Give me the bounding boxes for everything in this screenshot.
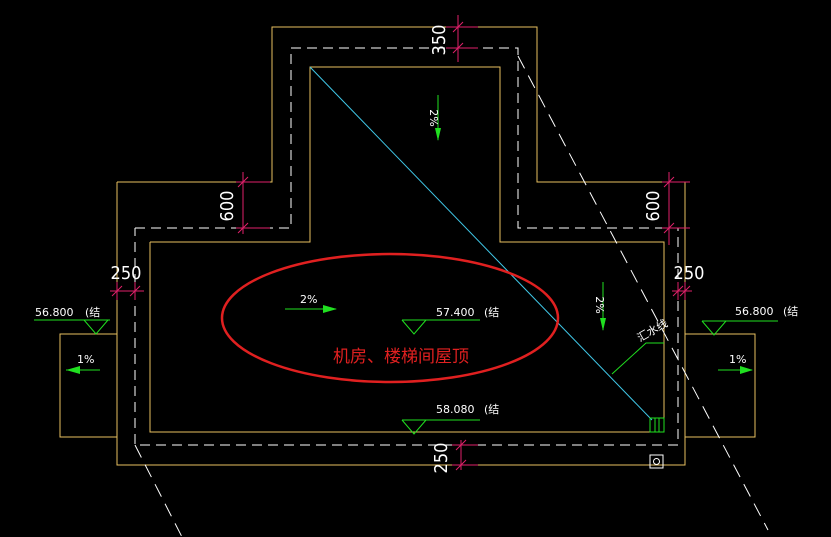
elevation-right-suffix: (结 <box>783 305 798 318</box>
dimension-top-text: 350 <box>429 25 450 56</box>
slope-right-small-label: 1% <box>729 353 746 366</box>
dimension-right-text: 250 <box>674 263 705 284</box>
drain-outlet <box>649 454 664 469</box>
dimension-left <box>110 282 144 300</box>
elevation-marker-center <box>401 319 480 335</box>
slope-arrow-left-icon <box>66 366 100 374</box>
highlight-ellipse <box>220 252 560 384</box>
elevation-lower-value: 58.080 <box>436 403 475 416</box>
elevation-left-value: 56.800 <box>35 306 74 319</box>
drain-line-label: 汇水线 <box>635 316 671 345</box>
elevation-lower-suffix: (结 <box>484 403 499 416</box>
dimension-top <box>446 15 478 62</box>
dimension-upper-right <box>662 172 690 245</box>
dashed-diagonal-right <box>517 55 769 531</box>
left-side-ledge <box>59 333 117 438</box>
elevation-center-value: 57.400 <box>436 306 475 319</box>
dashed-diagonal-left <box>134 444 183 537</box>
dimension-upper-right-text: 600 <box>643 191 664 222</box>
elevation-right-value: 56.800 <box>735 305 774 318</box>
dashed-offset-line <box>134 47 679 446</box>
slope-arrow-right-icon <box>718 366 753 374</box>
slope-arrow-down-icon <box>435 95 441 141</box>
drain-line-leader <box>611 342 664 375</box>
slope-arrow-down-icon <box>600 282 606 331</box>
dimension-bottom-text: 250 <box>431 443 452 474</box>
drain-valley-line <box>309 66 653 421</box>
elevation-marker-lower <box>401 419 480 435</box>
elevation-marker-right <box>701 320 778 336</box>
dimension-bottom <box>452 439 478 471</box>
slope-arrow-right-icon <box>285 305 337 313</box>
slope-left-small-label: 1% <box>77 353 94 366</box>
area-title: 机房、楼梯间屋顶 <box>333 347 469 367</box>
slope-right-label: 2% <box>593 296 606 313</box>
slope-center-label: 2% <box>300 293 317 306</box>
dimension-upper-left-text: 600 <box>217 191 238 222</box>
dimension-upper-left <box>236 172 270 234</box>
drain-grate <box>649 417 665 433</box>
elevation-marker-left <box>34 319 110 335</box>
outer-roof-outline <box>116 26 686 466</box>
dimension-right <box>672 282 692 300</box>
elevation-center-suffix: (结 <box>484 306 499 319</box>
drain-outlet-hole <box>653 458 660 465</box>
slope-top-label: 2% <box>427 109 440 126</box>
right-side-ledge <box>685 333 756 438</box>
elevation-left-suffix: (结 <box>85 306 100 319</box>
dimension-left-text: 250 <box>111 263 142 284</box>
inner-roof-outline <box>149 66 665 433</box>
